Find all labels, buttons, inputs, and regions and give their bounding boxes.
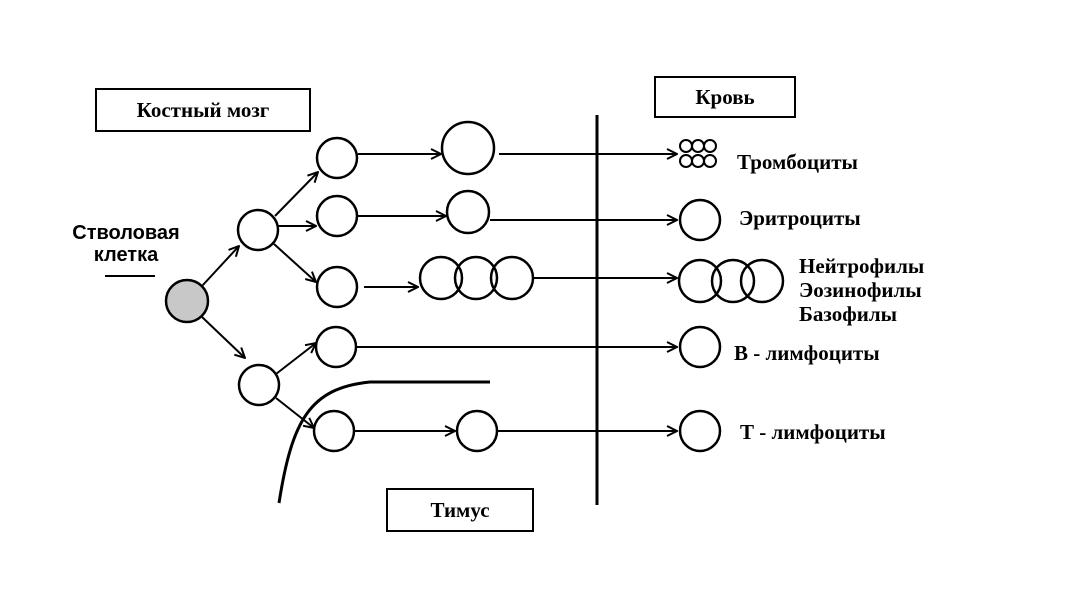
arrow-stem-to-myeloid xyxy=(201,246,239,287)
granulocyte-precursor-cell xyxy=(315,265,359,309)
megakaryocyte-precursor-cell xyxy=(315,136,359,180)
erythroblast-cell xyxy=(445,189,491,235)
basophils-label: Базофилы xyxy=(799,302,898,326)
b-lymphocytes-label: В - лимфоциты xyxy=(734,341,880,365)
arrow-stem-to-lymphoid xyxy=(201,316,245,358)
arrow-to-megakaryocyte-precursor xyxy=(274,172,318,217)
thymus-boundary-curve xyxy=(277,380,490,504)
arrow-to-t-precursor xyxy=(275,397,314,428)
bone-marrow-label: Костный мозг xyxy=(136,97,270,122)
thymus-box: Тимус xyxy=(386,488,534,532)
stem-cell-label-underline xyxy=(105,275,155,277)
platelets-label: Тромбоциты xyxy=(737,150,858,174)
granulocyte-group-cells xyxy=(418,255,535,301)
erythroid-precursor-cell xyxy=(315,194,359,238)
b-precursor-cell xyxy=(314,325,358,369)
thymus-label: Тимус xyxy=(430,497,490,522)
t-lymphocyte-cell xyxy=(678,409,722,453)
platelets-cluster xyxy=(679,139,717,168)
eosinophils-label: Эозинофилы xyxy=(799,278,922,302)
lymphoid-progenitor-cell xyxy=(237,363,281,407)
neutrophils-label: Нейтрофилы xyxy=(799,254,925,278)
stem-cell-label-line2: клетка xyxy=(93,244,159,266)
stem-cell-label: Стволовая клетка xyxy=(50,222,202,266)
blood-label: Кровь xyxy=(695,84,755,109)
megakaryocyte-cell xyxy=(440,120,496,176)
thymocyte-cell xyxy=(455,409,499,453)
b-lymphocyte-cell xyxy=(678,325,722,369)
myeloid-progenitor-cell xyxy=(236,208,280,252)
granulocytes-cells xyxy=(677,258,785,304)
t-lymphocytes-label: Т - лимфоциты xyxy=(740,420,886,444)
blood-box: Кровь xyxy=(654,76,796,118)
erythrocytes-label: Эритроциты xyxy=(739,206,861,230)
bone-marrow-box: Костный мозг xyxy=(95,88,311,132)
arrow-to-b-precursor xyxy=(275,343,316,375)
arrow-to-granulocyte-precursor xyxy=(273,243,316,282)
erythrocyte-cell xyxy=(678,198,722,242)
t-precursor-cell xyxy=(312,409,356,453)
stem-cell-label-line1: Стволовая xyxy=(72,222,180,244)
stem-cell xyxy=(164,278,210,324)
